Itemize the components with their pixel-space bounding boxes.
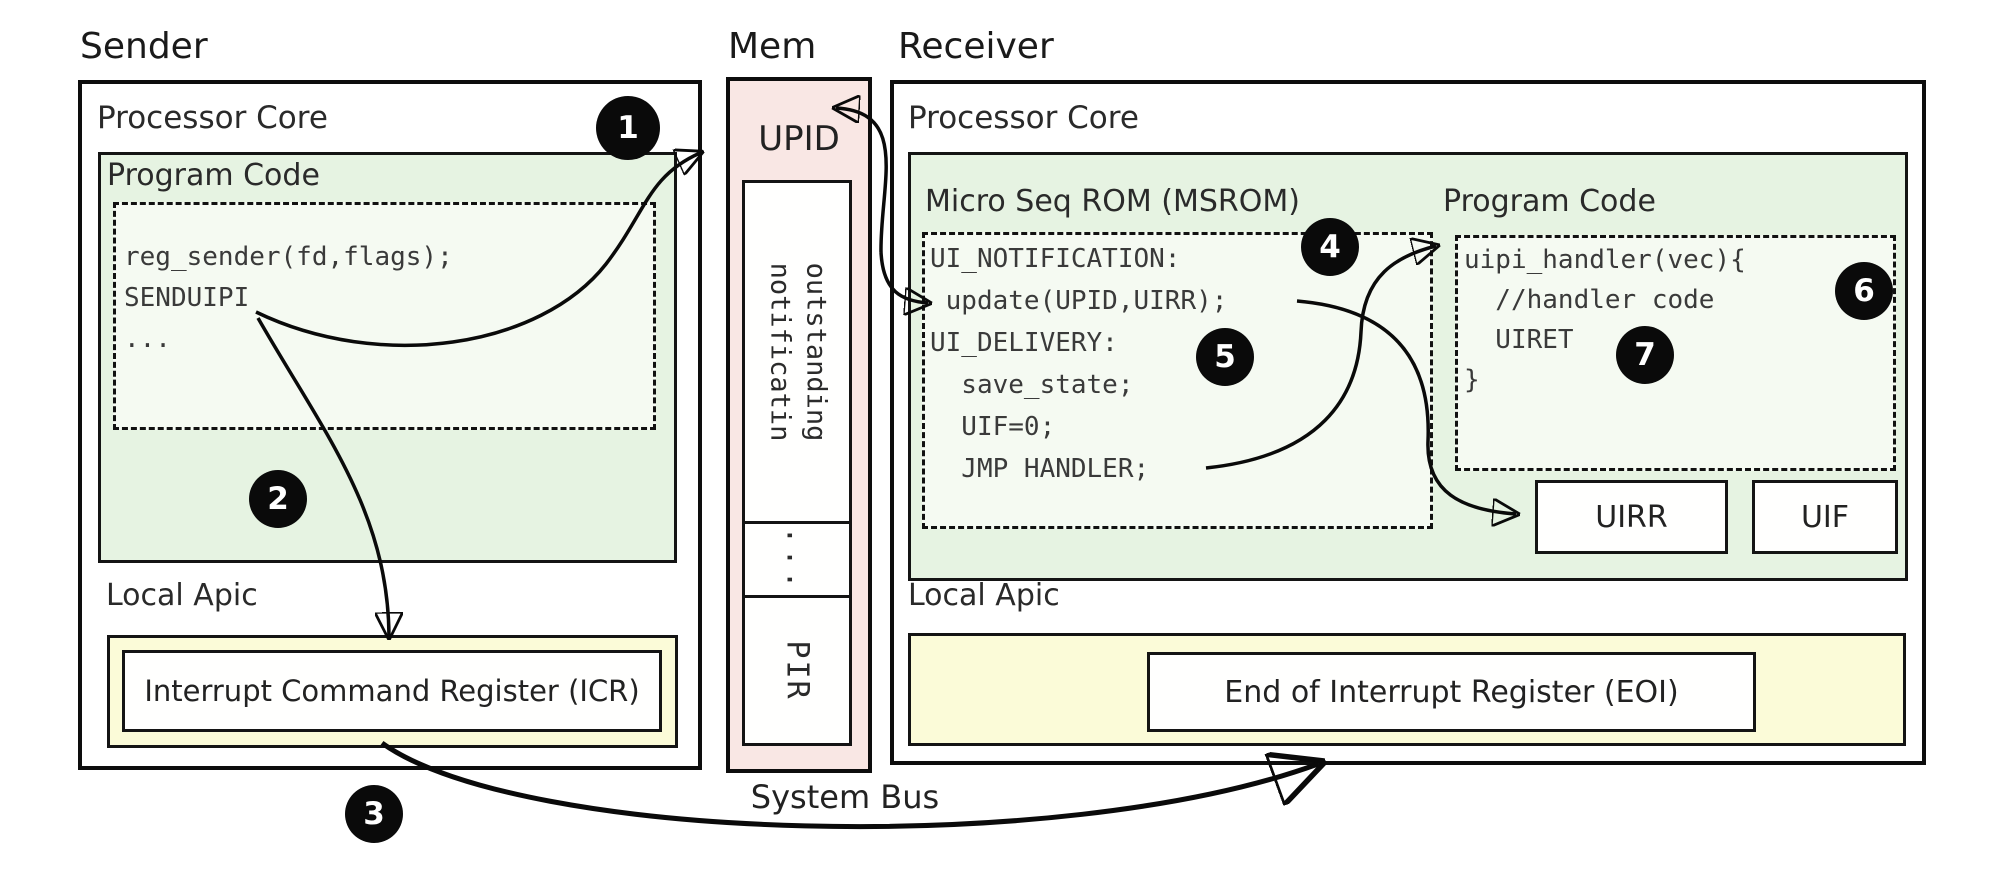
upid-outstanding-cell: outstanding notificatin: [745, 183, 849, 524]
receiver-code: uipi_handler(vec){ //handler code UIRET …: [1464, 245, 1746, 395]
receiver-label: Receiver: [898, 26, 1054, 67]
receiver-code-dashed-box: [1455, 235, 1896, 471]
icr-register-label: Interrupt Command Register (ICR): [144, 674, 640, 708]
step-4-badge: 4: [1301, 218, 1359, 276]
step-2-badge: 2: [249, 470, 307, 528]
receiver-program-code-title: Program Code: [1443, 184, 1656, 219]
pir-cell: PIR: [745, 598, 849, 743]
step-5-badge: 5: [1196, 328, 1254, 386]
pir-text: PIR: [779, 640, 815, 701]
system-bus-label: System Bus: [750, 778, 940, 816]
receiver-processor-core-label: Processor Core: [908, 100, 1139, 136]
outstanding-notification-text: outstanding notificatin: [764, 262, 831, 442]
mem-box: UPID outstanding notificatin ... PIR: [726, 77, 872, 773]
uif-label: UIF: [1800, 499, 1850, 535]
eoi-register-box: End of Interrupt Register (EOI): [1147, 652, 1756, 732]
uirr-register-box: UIRR: [1535, 480, 1728, 554]
eoi-register-label: End of Interrupt Register (EOI): [1224, 674, 1679, 710]
dots-text: ...: [779, 526, 815, 593]
mem-label: Mem: [728, 26, 817, 67]
step-6-badge: 6: [1835, 262, 1893, 320]
receiver-local-apic-label: Local Apic: [908, 578, 1060, 613]
msrom-code: UI_NOTIFICATION: update(UPID,UIRR); UI_D…: [930, 244, 1228, 484]
sender-local-apic-label: Local Apic: [106, 578, 258, 613]
step-7-badge: 7: [1616, 326, 1674, 384]
upid-label: UPID: [758, 119, 840, 159]
uif-register-box: UIF: [1752, 480, 1898, 554]
sender-processor-core-label: Processor Core: [97, 100, 328, 136]
uirr-label: UIRR: [1595, 499, 1668, 535]
upid-dots-cell: ...: [745, 524, 849, 598]
step-1-badge: 1: [596, 96, 660, 160]
step-3-badge: 3: [345, 785, 403, 843]
icr-register-box: Interrupt Command Register (ICR): [122, 650, 662, 732]
sender-program-code-title: Program Code: [107, 158, 320, 193]
mem-inner-box: outstanding notificatin ... PIR: [742, 180, 852, 746]
sender-label: Sender: [80, 26, 208, 67]
msrom-title: Micro Seq ROM (MSROM): [925, 184, 1300, 219]
sender-code: reg_sender(fd,flags); SENDUIPI ...: [124, 242, 453, 354]
